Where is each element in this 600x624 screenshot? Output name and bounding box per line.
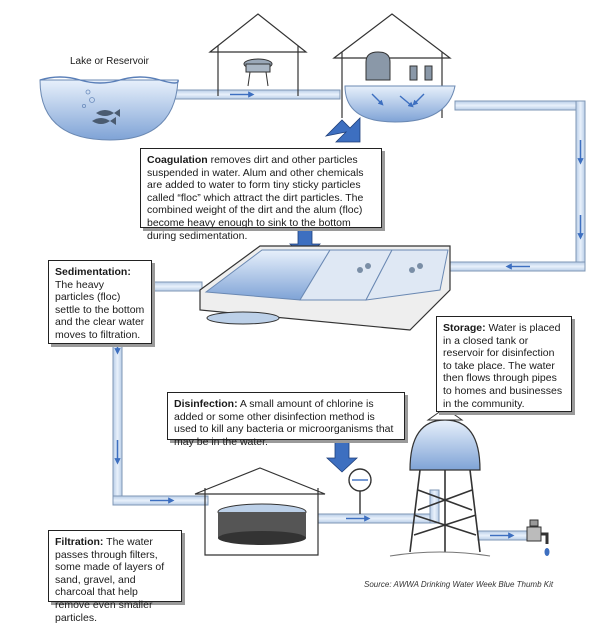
fish-icon (92, 109, 120, 125)
coagulation-title: Coagulation (147, 154, 208, 166)
lake (39, 76, 179, 141)
storage-callout: Storage: Water is placed in a closed tan… (436, 316, 572, 412)
sedimentation-callout: Sedimentation: The heavy particles (floc… (48, 260, 152, 344)
lake-label: Lake or Reservoir (70, 56, 149, 67)
filtration-body: The water passes through filters, some m… (55, 536, 165, 624)
disinfection-callout: Disinfection: A small amount of chlorine… (167, 392, 405, 448)
coagulation-body: removes dirt and other particles suspend… (147, 154, 364, 242)
flow-arrows (114, 91, 584, 539)
faucet-icon (526, 519, 550, 556)
filtration-title: Filtration: (55, 536, 104, 548)
sedimentation-title: Sedimentation: (55, 266, 131, 278)
sedimentation-body: The heavy particles (floc) settle to the… (55, 278, 145, 341)
storage-body: Water is placed in a closed tank or rese… (443, 322, 563, 410)
coagulation-callout: Coagulation removes dirt and other parti… (140, 148, 382, 242)
disinfection-title: Disinfection: (174, 398, 238, 410)
coagulation-house (208, 13, 308, 96)
chlorine-meter (348, 468, 372, 514)
filtration-callout: Filtration: The water passes through fil… (48, 530, 182, 624)
mixing-tank-house (332, 13, 456, 123)
disinfection-body: A small amount of chlorine is added or s… (174, 398, 394, 448)
water-tower (389, 407, 491, 557)
source-credit: Source: AWWA Drinking Water Week Blue Th… (364, 580, 554, 589)
sedimentation-basin (199, 245, 451, 331)
filtration-house (194, 467, 326, 556)
storage-title: Storage: (443, 322, 486, 334)
